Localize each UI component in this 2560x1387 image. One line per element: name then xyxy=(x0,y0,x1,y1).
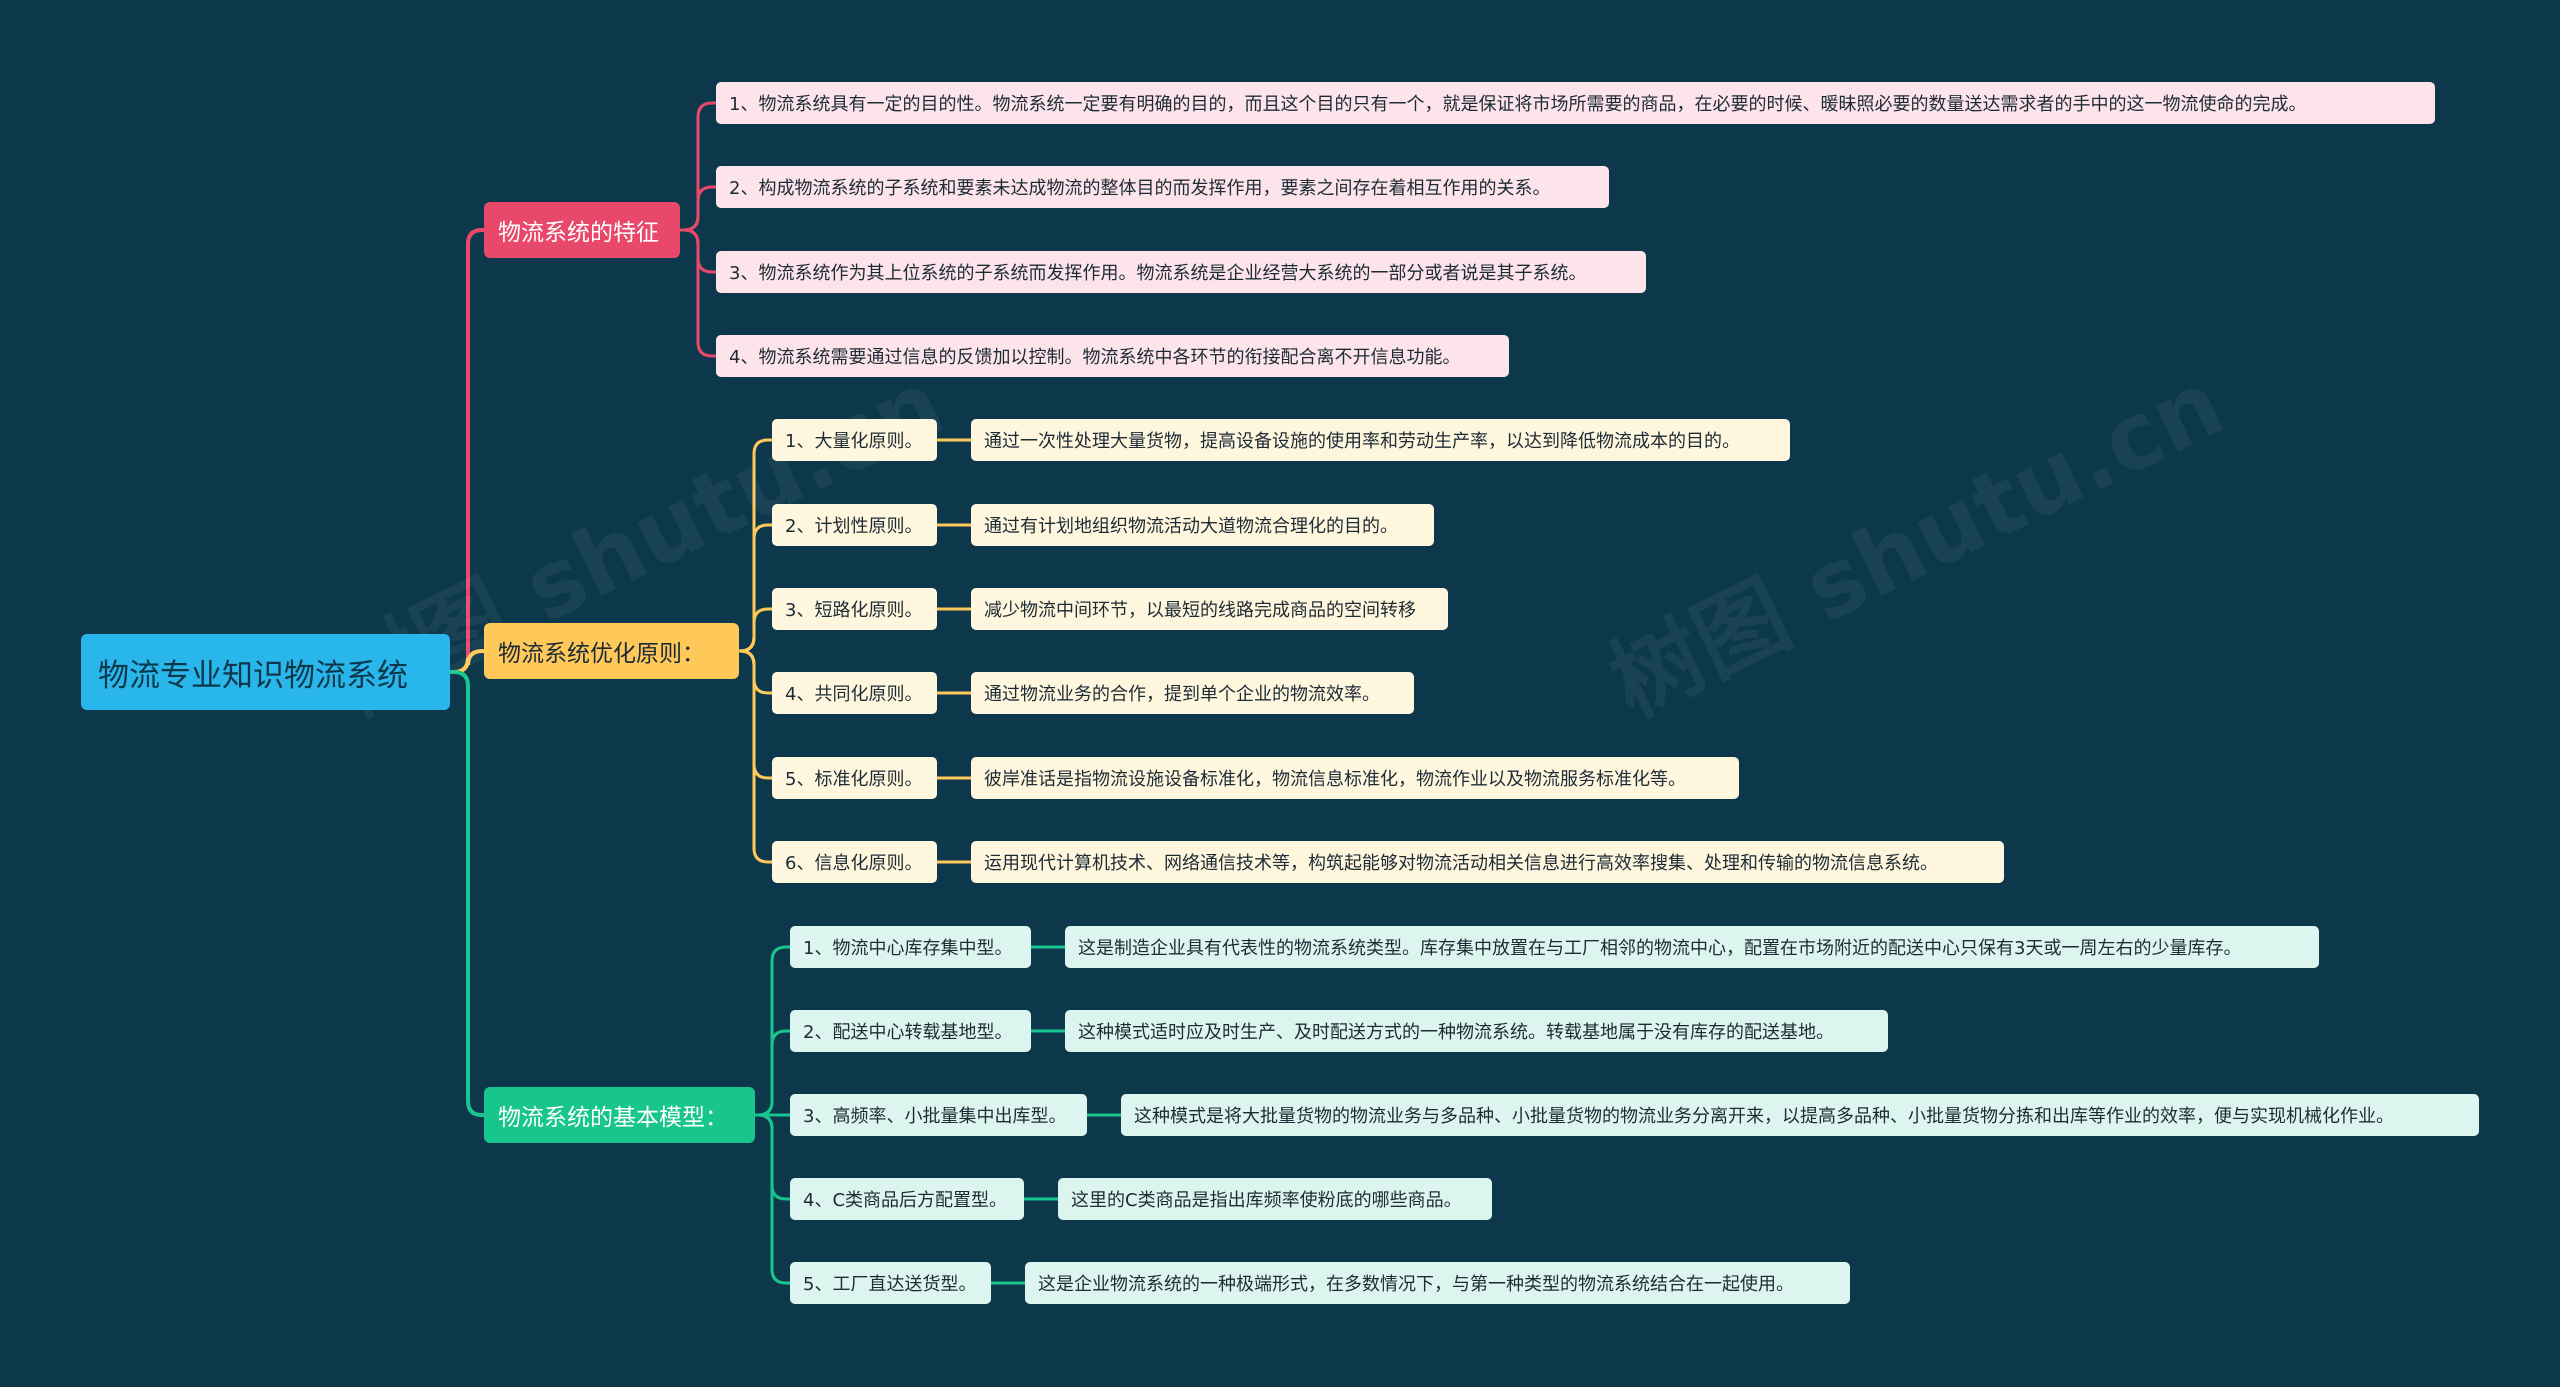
feature-item-4[interactable]: 4、物流系统需要通过信息的反馈加以控制。物流系统中各环节的衔接配合离不开信息功能… xyxy=(716,335,1509,377)
model-detail-1[interactable]: 这是制造企业具有代表性的物流系统类型。库存集中放置在与工厂相邻的物流中心，配置在… xyxy=(1065,926,2319,968)
branch-label: 物流系统的特征 xyxy=(498,220,659,246)
principle-label-2[interactable]: 2、计划性原则。 xyxy=(772,504,937,546)
principle-label-4[interactable]: 4、共同化原则。 xyxy=(772,672,937,714)
leaf-text: 4、共同化原则。 xyxy=(785,684,923,705)
connector-line xyxy=(737,607,774,653)
principle-detail-1[interactable]: 通过一次性处理大量货物，提高设备设施的使用率和劳动生产率，以达到降低物流成本的目… xyxy=(971,419,1790,461)
leaf-text: 1、物流系统具有一定的目的性。物流系统一定要有明确的目的，而且这个目的只有一个，… xyxy=(729,94,2307,115)
leaf-text: 5、工厂直达送货型。 xyxy=(803,1274,977,1295)
model-label-2[interactable]: 2、配送中心转载基地型。 xyxy=(790,1010,1031,1052)
branch-models[interactable]: 物流系统的基本模型： xyxy=(484,1087,755,1143)
model-label-1[interactable]: 1、物流中心库存集中型。 xyxy=(790,926,1031,968)
connector-line xyxy=(448,670,488,1117)
model-label-4[interactable]: 4、C类商品后方配置型。 xyxy=(790,1178,1024,1220)
root-node[interactable]: 物流专业知识物流系统 xyxy=(81,634,450,710)
leaf-text: 6、信息化原则。 xyxy=(785,853,923,874)
principle-label-5[interactable]: 5、标准化原则。 xyxy=(772,757,937,799)
model-detail-2[interactable]: 这种模式适时应及时生产、及时配送方式的一种物流系统。转载基地属于没有库存的配送基… xyxy=(1065,1010,1888,1052)
leaf-text: 运用现代计算机技术、网络通信技术等，构筑起能够对物流活动相关信息进行高效率搜集、… xyxy=(984,853,1938,874)
leaf-text: 这种模式是将大批量货物的物流业务与多品种、小批量货物的物流业务分离开来，以提高多… xyxy=(1134,1106,2394,1127)
model-detail-3[interactable]: 这种模式是将大批量货物的物流业务与多品种、小批量货物的物流业务分离开来，以提高多… xyxy=(1121,1094,2479,1136)
branch-principles[interactable]: 物流系统优化原则： xyxy=(484,623,739,679)
leaf-text: 这是制造企业具有代表性的物流系统类型。库存集中放置在与工厂相邻的物流中心，配置在… xyxy=(1078,938,2242,959)
leaf-text: 3、物流系统作为其上位系统的子系统而发挥作用。物流系统是企业经营大系统的一部分或… xyxy=(729,263,1587,284)
leaf-text: 3、短路化原则。 xyxy=(785,600,923,621)
leaf-text: 4、C类商品后方配置型。 xyxy=(803,1190,1008,1211)
connector-line xyxy=(448,228,488,674)
principle-label-3[interactable]: 3、短路化原则。 xyxy=(772,588,937,630)
leaf-text: 2、配送中心转载基地型。 xyxy=(803,1022,1013,1043)
leaf-text: 通过有计划地组织物流活动大道物流合理化的目的。 xyxy=(984,516,1398,537)
principle-detail-6[interactable]: 运用现代计算机技术、网络通信技术等，构筑起能够对物流活动相关信息进行高效率搜集、… xyxy=(971,841,2004,883)
feature-item-2[interactable]: 2、构成物流系统的子系统和要素未达成物流的整体目的而发挥作用，要素之间存在着相互… xyxy=(716,166,1609,208)
model-detail-5[interactable]: 这是企业物流系统的一种极端形式，在多数情况下，与第一种类型的物流系统结合在一起使… xyxy=(1025,1262,1850,1304)
leaf-text: 这是企业物流系统的一种极端形式，在多数情况下，与第一种类型的物流系统结合在一起使… xyxy=(1038,1274,1794,1295)
connector-line xyxy=(678,228,718,358)
leaf-text: 这种模式适时应及时生产、及时配送方式的一种物流系统。转载基地属于没有库存的配送基… xyxy=(1078,1022,1834,1043)
principle-detail-2[interactable]: 通过有计划地组织物流活动大道物流合理化的目的。 xyxy=(971,504,1434,546)
principle-label-6[interactable]: 6、信息化原则。 xyxy=(772,841,937,883)
feature-item-3[interactable]: 3、物流系统作为其上位系统的子系统而发挥作用。物流系统是企业经营大系统的一部分或… xyxy=(716,251,1646,293)
connector-line xyxy=(737,649,774,864)
leaf-text: 2、计划性原则。 xyxy=(785,516,923,537)
leaf-text: 5、标准化原则。 xyxy=(785,769,923,790)
leaf-text: 这里的C类商品是指出库频率使粉底的哪些商品。 xyxy=(1071,1190,1462,1211)
leaf-text: 2、构成物流系统的子系统和要素未达成物流的整体目的而发挥作用，要素之间存在着相互… xyxy=(729,178,1551,199)
leaf-text: 通过一次性处理大量货物，提高设备设施的使用率和劳动生产率，以达到降低物流成本的目… xyxy=(984,431,1740,452)
connector-line xyxy=(753,1029,792,1117)
principle-detail-3[interactable]: 减少物流中间环节，以最短的线路完成商品的空间转移 xyxy=(971,588,1448,630)
branch-label: 物流系统的基本模型： xyxy=(498,1105,728,1131)
principle-detail-4[interactable]: 通过物流业务的合作，提到单个企业的物流效率。 xyxy=(971,672,1414,714)
leaf-text: 3、高频率、小批量集中出库型。 xyxy=(803,1106,1067,1127)
branch-label: 物流系统优化原则： xyxy=(498,641,705,667)
root-label: 物流专业知识物流系统 xyxy=(98,657,408,694)
leaf-text: 1、大量化原则。 xyxy=(785,431,923,452)
leaf-text: 4、物流系统需要通过信息的反馈加以控制。物流系统中各环节的衔接配合离不开信息功能… xyxy=(729,347,1461,368)
principle-label-1[interactable]: 1、大量化原则。 xyxy=(772,419,937,461)
connector-line xyxy=(678,185,718,232)
feature-item-1[interactable]: 1、物流系统具有一定的目的性。物流系统一定要有明确的目的，而且这个目的只有一个，… xyxy=(716,82,2435,124)
leaf-text: 减少物流中间环节，以最短的线路完成商品的空间转移 xyxy=(984,600,1416,621)
model-label-3[interactable]: 3、高频率、小批量集中出库型。 xyxy=(790,1094,1087,1136)
model-label-5[interactable]: 5、工厂直达送货型。 xyxy=(790,1262,991,1304)
connector-line xyxy=(753,1113,792,1285)
model-detail-4[interactable]: 这里的C类商品是指出库频率使粉底的哪些商品。 xyxy=(1058,1178,1492,1220)
leaf-text: 彼岸准话是指物流设施设备标准化，物流信息标准化，物流作业以及物流服务标准化等。 xyxy=(984,769,1686,790)
leaf-text: 通过物流业务的合作，提到单个企业的物流效率。 xyxy=(984,684,1380,705)
branch-features[interactable]: 物流系统的特征 xyxy=(484,202,680,258)
principle-detail-5[interactable]: 彼岸准话是指物流设施设备标准化，物流信息标准化，物流作业以及物流服务标准化等。 xyxy=(971,757,1739,799)
leaf-text: 1、物流中心库存集中型。 xyxy=(803,938,1013,959)
